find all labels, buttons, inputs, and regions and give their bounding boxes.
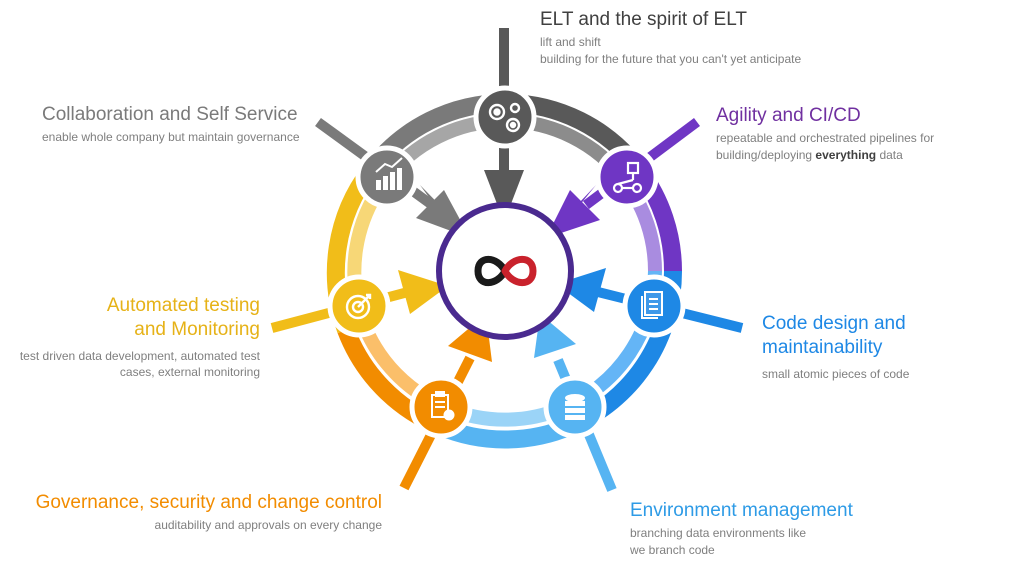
- title-collab: Collaboration and Self Service: [42, 104, 298, 125]
- subtitle-agility-1: repeatable and orchestrated pipelines fo…: [716, 130, 935, 145]
- node-env: [543, 375, 607, 439]
- title-testing-1: Automated testing: [106, 295, 260, 316]
- clipboard-check-icon: [431, 391, 455, 421]
- label-agility: Agility and CI/CD repeatable and orchest…: [716, 104, 934, 163]
- title-agility: Agility and CI/CD: [716, 105, 861, 126]
- subtitle-agility-2: building/deploying everything data: [716, 147, 903, 162]
- node-governance: [409, 375, 473, 439]
- node-collab: [355, 145, 419, 209]
- title-code-1: Code design and: [762, 313, 906, 334]
- title-elt: ELT and the spirit of ELT: [540, 9, 747, 30]
- title-testing-2: and Monitoring: [134, 318, 260, 340]
- label-code: Code design and maintainability small at…: [762, 312, 909, 382]
- node-agility: [595, 145, 659, 209]
- subtitle-collab-1: enable whole company but maintain govern…: [42, 129, 300, 144]
- target-icon: [345, 293, 372, 320]
- database-icon: [565, 394, 585, 420]
- label-collab: Collaboration and Self Service enable wh…: [42, 103, 300, 146]
- title-code-2: maintainability: [762, 336, 883, 358]
- infinity-logo-icon: [474, 255, 537, 287]
- bar-chart-icon: [375, 157, 403, 190]
- label-governance: Governance, security and change control …: [36, 491, 382, 534]
- label-elt: ELT and the spirit of ELT lift and shift…: [540, 8, 801, 67]
- title-env: Environment management: [630, 500, 853, 521]
- document-icon: [641, 291, 663, 319]
- subtitle-elt-1: lift and shift: [540, 34, 601, 49]
- subtitle-env-1: branching data environments like: [630, 525, 807, 540]
- label-env: Environment management branching data en…: [630, 499, 853, 558]
- subtitle-code-1: small atomic pieces of code: [762, 366, 910, 381]
- subtitle-testing-1: test driven data development, automated …: [19, 348, 260, 363]
- node-code: [622, 274, 686, 338]
- subtitle-testing-2: cases, external monitoring: [119, 365, 260, 380]
- subtitle-env-2: we branch code: [630, 542, 715, 557]
- gears-icon: [488, 102, 521, 133]
- pipeline-icon: [612, 161, 643, 194]
- node-testing: [327, 274, 391, 338]
- label-testing: Automated testing and Monitoring test dr…: [20, 294, 260, 381]
- subtitle-elt-2: building for the future that you can't y…: [540, 51, 802, 66]
- title-governance: Governance, security and change control: [35, 492, 382, 513]
- node-elt: [473, 85, 537, 149]
- subtitle-governance-1: auditability and approvals on every chan…: [154, 517, 382, 532]
